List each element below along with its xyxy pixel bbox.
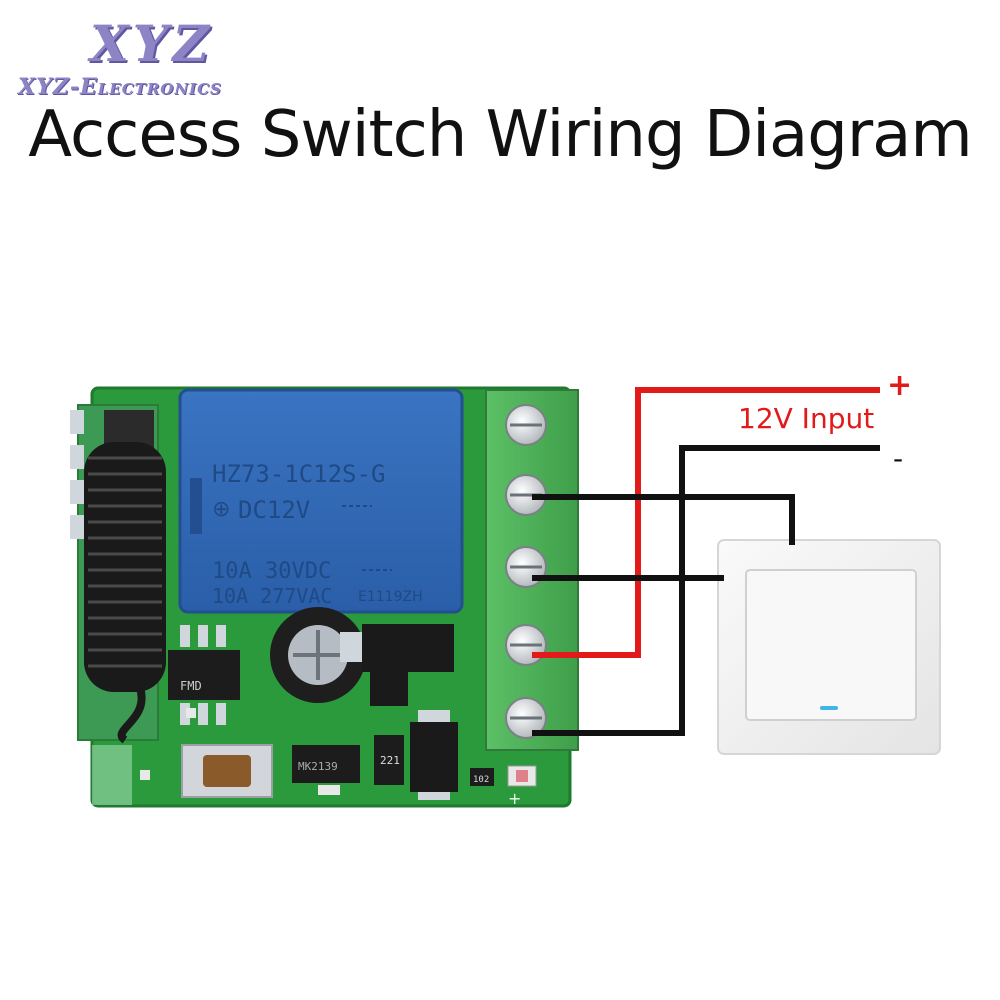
rectifier bbox=[410, 722, 458, 792]
relay-coil-text: DC12V bbox=[238, 496, 310, 524]
terminal-screw-1 bbox=[505, 404, 547, 446]
regulator-label: MK2139 bbox=[298, 760, 338, 773]
relay: HZ73-1C12S-G DC12V ⊕ 10A 30VDC 10A 277VA… bbox=[178, 388, 464, 614]
terminal-block bbox=[485, 389, 579, 751]
switch-led-indicator bbox=[820, 706, 838, 710]
smd-resistor bbox=[374, 735, 404, 785]
wall-switch bbox=[717, 539, 941, 755]
logo-company-text: XYZ-Electronics bbox=[18, 74, 222, 100]
small-resistor bbox=[470, 768, 494, 786]
relay-dc-rating-text: 10A 30VDC bbox=[212, 559, 331, 584]
page-title: Access Switch Wiring Diagram bbox=[28, 98, 972, 172]
coil-antenna bbox=[84, 442, 166, 744]
pcb-components: FMD MK2139 221 102 + bbox=[140, 607, 537, 808]
smd-resistor-label: 221 bbox=[380, 754, 400, 767]
terminal-screw-2 bbox=[505, 474, 547, 516]
terminal-screw-5 bbox=[505, 697, 547, 739]
wire-negative-input bbox=[532, 445, 880, 736]
coil-symbol-icon: ⊕ bbox=[212, 497, 230, 522]
wire-switch-terminal-a bbox=[532, 494, 795, 545]
voltage-regulator bbox=[292, 745, 360, 783]
power-input-label: 12V Input bbox=[738, 402, 875, 435]
transistor bbox=[370, 672, 408, 706]
switch-rocker bbox=[745, 569, 917, 721]
brand-logo: XYZ XYZ-Electronics bbox=[18, 14, 288, 104]
relay-model-text: HZ73-1C12S-G bbox=[212, 460, 385, 488]
negative-terminal-label: - bbox=[893, 442, 904, 475]
wires bbox=[532, 387, 880, 736]
relay-ac-rating-text: 10A 277VAC bbox=[212, 584, 332, 608]
terminal-screw-4 bbox=[505, 624, 547, 666]
positive-terminal-label: + bbox=[887, 368, 913, 403]
logo-brand-text: XYZ bbox=[90, 14, 213, 73]
diode bbox=[362, 624, 454, 672]
wire-positive-input bbox=[532, 387, 880, 658]
small-resistor-label: 102 bbox=[473, 775, 489, 785]
ic-chip-label: FMD bbox=[180, 679, 202, 693]
pcb-plus-label: + bbox=[508, 789, 521, 808]
relay-code-text: E1119ZH bbox=[358, 589, 423, 605]
ic-chip bbox=[168, 650, 240, 700]
